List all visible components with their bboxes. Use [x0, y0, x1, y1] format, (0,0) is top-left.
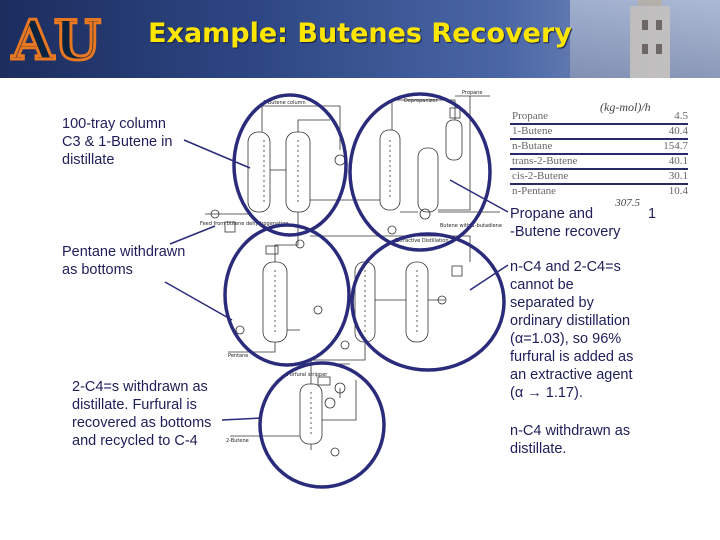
- component-name: 1-Butene: [512, 125, 553, 137]
- column-c1: [247, 131, 271, 213]
- table-row: 1-Butene 40.4: [510, 125, 688, 140]
- label-depropanizer: Depropanizer: [404, 98, 439, 104]
- campus-tower-image: [570, 0, 720, 78]
- note-furfural: 2-C4=s withdrawn as distillate. Furfural…: [72, 379, 212, 449]
- component-name: Propane: [512, 110, 549, 122]
- circle-recovery: [348, 92, 492, 252]
- component-name: trans-2-Butene: [512, 155, 578, 167]
- component-value: 154.7: [663, 140, 688, 152]
- label-feed: Feed from butene dehydrogenation: [200, 221, 289, 227]
- flowsheet-text: Depropanizer Propane 1-Butene column But…: [200, 90, 502, 444]
- component-name: n-Pentane: [512, 185, 556, 197]
- column-c5: [405, 261, 429, 343]
- note-extractive: n-C4 and 2-C4=s cannot be separated by o…: [510, 259, 634, 401]
- component-value: 40.1: [668, 155, 688, 167]
- component-value: 4.5: [674, 110, 688, 122]
- label-propane: Propane: [462, 90, 482, 96]
- slide-title: Example: Butenes Recovery: [148, 18, 572, 49]
- label-pentane: Pentane: [228, 353, 248, 359]
- label-mixture: 2-Butene: [226, 438, 249, 444]
- header-banner: AU Example: Butenes Recovery: [0, 0, 720, 78]
- auburn-logo: AU: [10, 7, 103, 72]
- note-column: 100-tray column C3 & 1-Butene in distill…: [62, 116, 173, 168]
- label-extractive: Extractive Distillation: [395, 238, 449, 244]
- composition-total: 307.5: [615, 197, 640, 209]
- label-furfural-stripper: Furfural stripper: [287, 372, 328, 378]
- logo-letters: AU: [11, 8, 101, 71]
- pointer-furfural: [221, 417, 263, 421]
- table-row: trans-2-Butene 40.1: [510, 155, 688, 170]
- component-value: 10.4: [668, 185, 688, 197]
- annotation-pointers: [164, 139, 509, 421]
- pointer-pentane-upper: [169, 225, 216, 245]
- component-name: cis-2-Butene: [512, 170, 569, 182]
- table-row: n-Butane 154.7: [510, 140, 688, 155]
- pointer-column: [183, 139, 251, 169]
- component-value: 30.1: [668, 170, 688, 182]
- circle-extractive: [350, 232, 506, 372]
- column-depropanizer: [379, 129, 401, 211]
- note-nc4: n-C4 withdrawn as distillate.: [510, 423, 631, 457]
- note-pentane: Pentane withdrawn as bottoms: [62, 244, 186, 278]
- pointer-recovery: [449, 179, 509, 213]
- highlight-circles: [223, 92, 506, 489]
- circle-furfural: [258, 361, 386, 489]
- circle-pentane: [223, 223, 351, 367]
- circle-column: [232, 93, 348, 237]
- table-row: n-Pentane 10.4: [510, 185, 688, 200]
- component-name: n-Butane: [512, 140, 553, 152]
- table-row: Propane 4.5: [510, 110, 688, 125]
- component-value: 40.4: [668, 125, 688, 137]
- composition-unit: (kg-mol)/h: [600, 100, 651, 114]
- pointer-pentane-lower: [164, 281, 233, 321]
- label-butene-column: 1-Butene column: [263, 100, 306, 106]
- table-row: cis-2-Butene 30.1: [510, 170, 688, 185]
- pointer-extractive: [469, 264, 509, 291]
